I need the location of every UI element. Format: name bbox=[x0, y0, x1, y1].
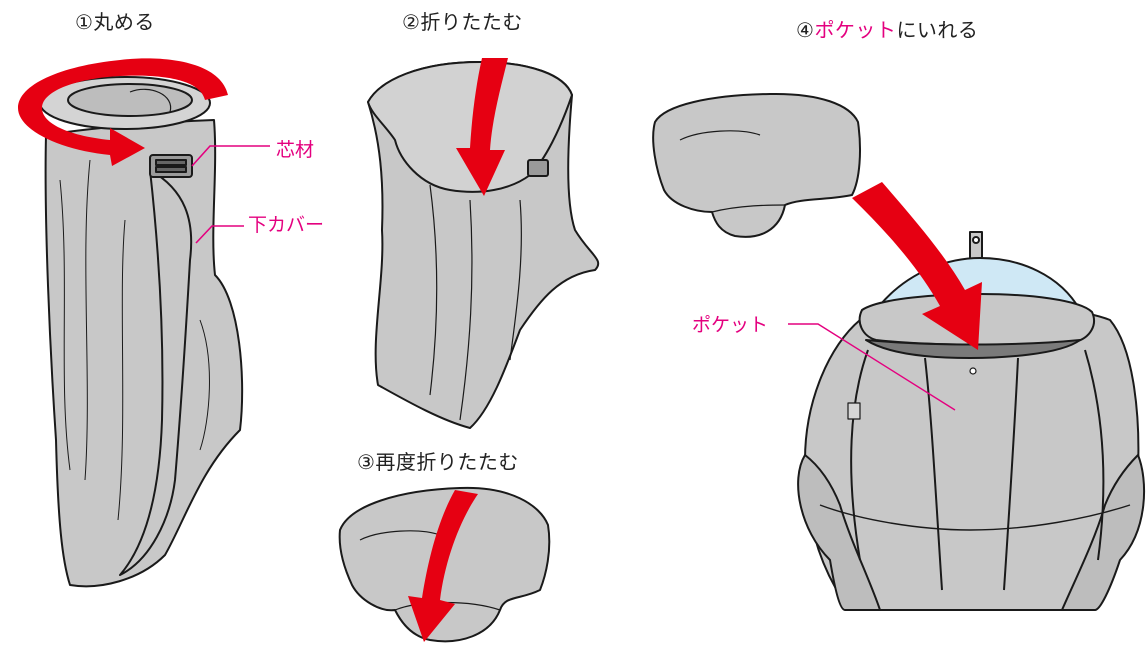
step1-label: ①丸める bbox=[75, 10, 155, 34]
core-leader-line bbox=[191, 145, 270, 167]
insert-arrow-icon bbox=[852, 182, 982, 350]
core-material-callout: 芯材 bbox=[276, 139, 315, 161]
rotate-arrow-icon bbox=[18, 58, 228, 166]
step4-suffix: にいれる bbox=[896, 18, 979, 42]
step2-folded-cover bbox=[367, 61, 600, 429]
step4-highlight: ポケット bbox=[814, 18, 897, 42]
pocket-leader-line bbox=[788, 323, 956, 411]
lower-cover-callout: 下カバー bbox=[248, 214, 325, 236]
lower-cover-leader-line bbox=[195, 225, 244, 244]
fold-arrow-icon bbox=[456, 58, 508, 196]
step2-label: ②折りたたむ bbox=[402, 10, 523, 34]
step1-rolled-cover bbox=[39, 76, 244, 588]
step4-label: ④ポケットにいれる bbox=[796, 20, 978, 40]
step3-label: ③再度折りたたむ bbox=[357, 450, 519, 474]
refold-arrow-icon bbox=[408, 490, 478, 642]
step4-bundle bbox=[652, 92, 861, 238]
step4-prefix: ④ bbox=[796, 18, 815, 42]
pocket-callout: ポケット bbox=[692, 314, 769, 336]
